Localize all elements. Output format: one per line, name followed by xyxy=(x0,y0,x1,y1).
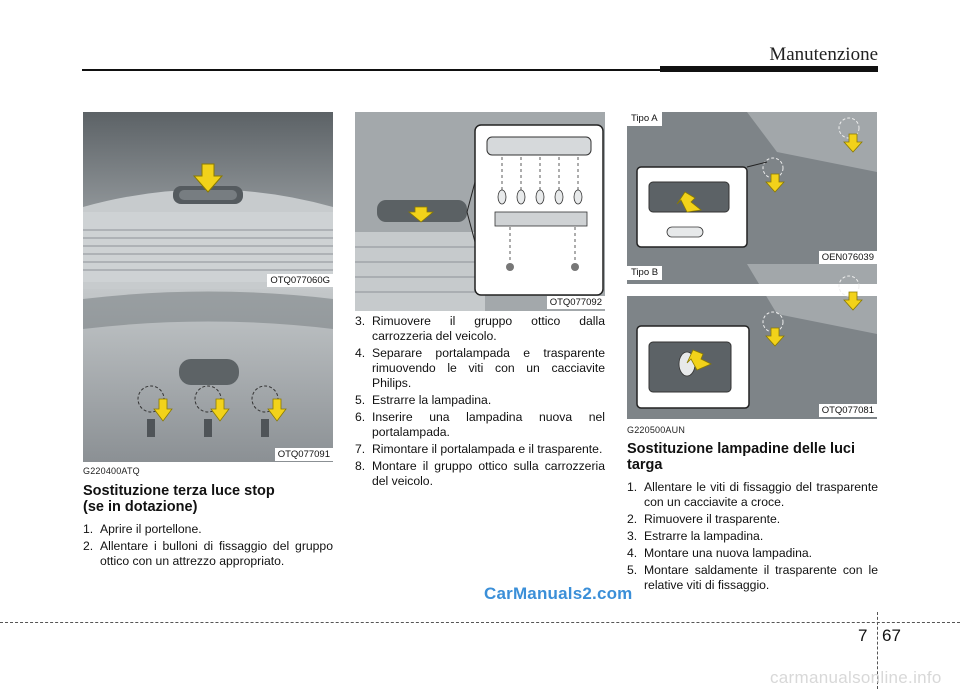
step-text: Allentare le viti di fissaggio del trasp… xyxy=(644,480,878,509)
tailgate-inner-illustration xyxy=(83,289,333,462)
arrow-down-icon xyxy=(843,133,863,153)
step-text: Rimontare il portalampada e il trasparen… xyxy=(372,442,603,456)
step-number: 7. xyxy=(355,442,366,456)
step-item: 4. Separare portalampada e trasparente ri… xyxy=(355,346,605,391)
step-number: 6. xyxy=(355,410,366,424)
figure-tailgate-bolts: OTQ077091 xyxy=(83,289,333,462)
arrow-down-icon xyxy=(267,398,287,422)
arrow-down-icon xyxy=(407,206,435,223)
step-item: 3. Rimuovere il gruppo ottico dalla carro… xyxy=(355,314,605,344)
heading-line: Sostituzione lampadine delle luci xyxy=(627,441,856,457)
bottom-watermark: carmanualsonline.info xyxy=(770,668,942,687)
lamp-assembly-illustration xyxy=(355,112,605,311)
step-item: 6. Inserire una lampadina nuova nel porta… xyxy=(355,410,605,440)
figure-label: OEN076039 xyxy=(818,251,877,264)
step-number: 3. xyxy=(627,529,638,543)
step-text: Separare portalampada e trasparente rimu… xyxy=(372,346,605,390)
step-item: 4. Montare una nuova lampadina. xyxy=(627,546,878,561)
step-item: 5. Montare saldamente il trasparente con … xyxy=(627,563,878,593)
figure-tag: Tipo A xyxy=(627,112,662,126)
arrow-down-icon xyxy=(676,191,702,213)
step-number: 5. xyxy=(355,393,366,407)
step-item: 3. Estrarre la lampadina. xyxy=(627,529,878,544)
page-number-separator xyxy=(877,612,878,689)
figure-label: OTQ077060G xyxy=(267,274,333,287)
arrow-down-icon xyxy=(153,398,173,422)
watermark-link[interactable]: CarManuals2.com xyxy=(484,584,633,603)
footer-rule xyxy=(0,622,960,623)
step-item: 5. Estrarre la lampadina. xyxy=(355,393,605,408)
tailgate-illustration xyxy=(83,112,333,289)
figure-label: OTQ077081 xyxy=(818,404,877,417)
step-text: Estrarre la lampadina. xyxy=(644,529,764,543)
step-number: 4. xyxy=(355,346,366,360)
section-code: G220500AUN xyxy=(627,425,686,435)
heading-line: Sostituzione terza luce stop xyxy=(83,483,275,499)
figure-license-lamp-tipo-b: Tipo B OTQ077081 xyxy=(627,264,877,419)
figure-label: OTQ077091 xyxy=(274,448,333,461)
section-heading: Sostituzione terza luce stop (se in dota… xyxy=(83,483,333,515)
step-number: 3. xyxy=(355,314,366,328)
arrow-down-icon xyxy=(765,173,785,193)
header-rule-thick xyxy=(660,66,878,72)
step-text: Estrarre la lampadina. xyxy=(372,393,492,407)
chapter-number: 7 xyxy=(858,626,868,645)
step-text: Montare il gruppo ottico sulla carrozzer… xyxy=(372,459,605,488)
step-text: Inserire una lampadina nuova nel portala… xyxy=(372,410,605,439)
page-number: 67 xyxy=(882,626,901,645)
step-item: 2. Allentare i bulloni di fissaggio del g… xyxy=(83,539,333,569)
step-list: 1. Allentare le viti di fissaggio del tra… xyxy=(627,480,878,593)
arrow-down-icon xyxy=(843,291,863,311)
section-third-brake-light: G220400ATQ Sostituzione terza luce stop … xyxy=(83,466,333,571)
arrow-down-icon xyxy=(686,349,712,371)
step-number: 5. xyxy=(627,563,638,577)
step-number: 2. xyxy=(627,512,638,526)
section-header-title: Manutenzione xyxy=(769,44,878,65)
step-number: 8. xyxy=(355,459,366,473)
figure-third-brake-light-location: OTQ077060G xyxy=(83,112,333,289)
step-list: 1. Aprire il portellone. 2. Allentare i bu… xyxy=(83,522,333,569)
arrow-down-icon xyxy=(765,327,785,347)
step-list: 3. Rimuovere il gruppo ottico dalla carro… xyxy=(355,314,605,489)
step-item: 7. Rimontare il portalampada e il traspar… xyxy=(355,442,605,457)
figure-license-lamp-tipo-a: Tipo A OEN076039 xyxy=(627,112,877,264)
section-code: G220400ATQ xyxy=(83,466,140,476)
arrow-down-icon xyxy=(192,163,224,193)
step-item: 8. Montare il gruppo ottico sulla carrozz… xyxy=(355,459,605,489)
step-number: 2. xyxy=(83,539,94,553)
section-license-plate-lamps: G220500AUN Sostituzione lampadine delle … xyxy=(627,425,878,595)
section-lamp-disassembly-steps: 3. Rimuovere il gruppo ottico dalla carro… xyxy=(355,314,605,491)
license-lamp-b-illustration xyxy=(627,264,877,419)
license-lamp-a-illustration xyxy=(627,112,877,264)
step-text: Montare saldamente il trasparente con le… xyxy=(644,563,878,592)
step-text: Montare una nuova lampadina. xyxy=(644,546,813,560)
step-item: 2. Rimuovere il trasparente. xyxy=(627,512,878,527)
step-number: 4. xyxy=(627,546,638,560)
step-text: Rimuovere il trasparente. xyxy=(644,512,781,526)
heading-line: (se in dotazione) xyxy=(83,499,198,515)
figure-tag: Tipo B xyxy=(627,266,663,280)
step-item: 1. Aprire il portellone. xyxy=(83,522,333,537)
step-number: 1. xyxy=(83,522,94,536)
figure-lamp-assembly-exploded: OTQ077092 xyxy=(355,112,605,311)
arrow-down-icon xyxy=(210,398,230,422)
section-heading: Sostituzione lampadine delle luci targa xyxy=(627,441,878,473)
heading-line: targa xyxy=(627,457,663,473)
step-number: 1. xyxy=(627,480,638,494)
header-rule xyxy=(82,69,660,71)
step-text: Rimuovere il gruppo ottico dalla carrozz… xyxy=(372,314,605,343)
step-item: 1. Allentare le viti di fissaggio del tra… xyxy=(627,480,878,510)
step-text: Aprire il portellone. xyxy=(100,522,202,536)
figure-label: OTQ077092 xyxy=(546,296,605,309)
step-text: Allentare i bulloni di fissaggio del gru… xyxy=(100,539,333,568)
